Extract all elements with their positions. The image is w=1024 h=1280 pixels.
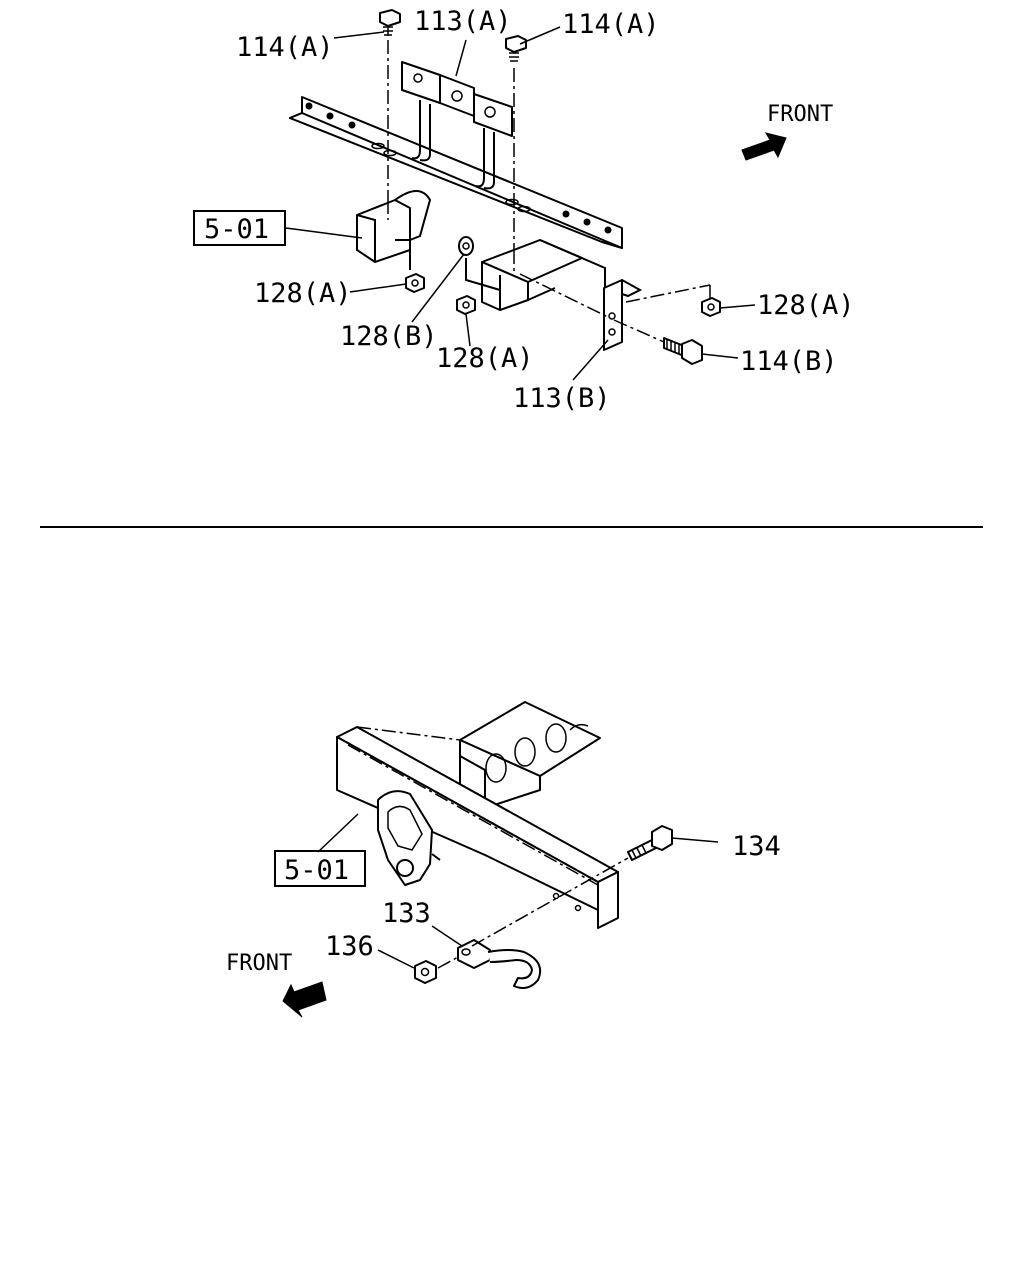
hook-133 <box>457 939 542 989</box>
front-label-upper: FRONT <box>767 102 833 127</box>
nut-128a-mid <box>456 295 476 315</box>
middle-channel <box>465 239 606 311</box>
tow-eye-bracket <box>377 790 441 886</box>
nut-128a-left <box>405 273 425 293</box>
ref-label-upper: 5-01 <box>204 214 269 245</box>
cross-member <box>289 96 623 249</box>
front-arrow-icon <box>282 981 327 1018</box>
front-arrow-icon <box>741 132 787 161</box>
label-nut-128b: 128(B) <box>340 321 438 352</box>
nut-128b <box>458 236 474 256</box>
frame-rail <box>459 701 601 809</box>
ref-box-lower <box>274 850 366 887</box>
label-nut-128a-right: 128(A) <box>757 290 855 321</box>
label-hook-133: 133 <box>382 898 431 929</box>
label-bolt-114a-right: 114(A) <box>562 9 660 40</box>
bolt-134 <box>627 825 719 861</box>
label-bolt-114a-left: 114(A) <box>236 32 334 63</box>
left-channel <box>356 190 432 270</box>
label-nut-136: 136 <box>325 931 374 962</box>
ref-label-lower: 5-01 <box>284 855 349 886</box>
label-bolt-134: 134 <box>732 831 781 862</box>
cross-member-lower <box>336 726 619 929</box>
ref-box-upper <box>193 210 286 246</box>
label-bracket-113a: 113(A) <box>414 6 512 37</box>
bolt-114a-right <box>505 35 527 62</box>
lower-assembly: 5-01 134 133 136 FRONT <box>226 701 781 1018</box>
upper-assembly: 5-01 114(A) 113(A) 114(A) 128(A) 128(B) … <box>193 6 855 414</box>
label-nut-128a-left: 128(A) <box>254 278 352 309</box>
front-label-lower: FRONT <box>226 951 292 976</box>
bracket-113b <box>603 279 643 351</box>
label-bracket-113b: 113(B) <box>513 383 611 414</box>
bracket-113a <box>401 61 513 190</box>
bolt-114b <box>613 319 703 365</box>
nut-136 <box>414 960 437 984</box>
bolt-114a-left <box>379 9 401 36</box>
label-bolt-114b: 114(B) <box>740 346 838 377</box>
label-nut-128a-mid: 128(A) <box>436 343 534 374</box>
nut-128a-right <box>701 297 721 317</box>
